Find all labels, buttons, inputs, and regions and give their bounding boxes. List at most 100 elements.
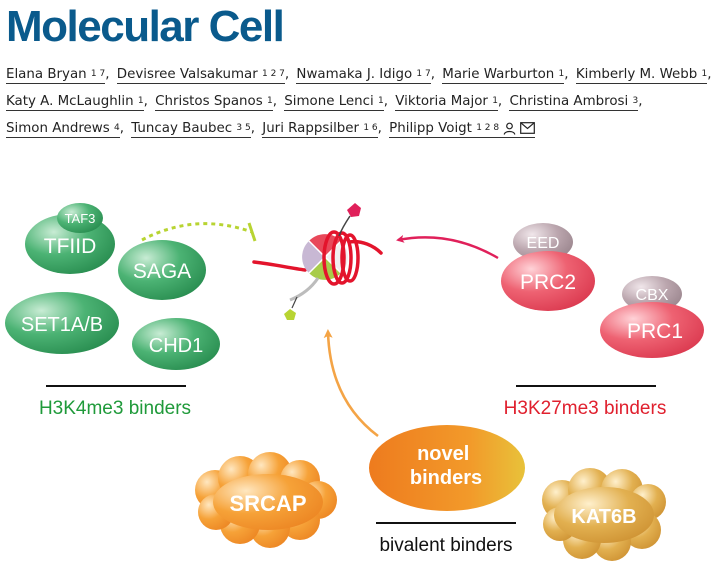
author-link[interactable]: Juri Rappsilber 1 6 [262,121,378,138]
cbx-blob [622,276,682,312]
author-separator: , [272,94,277,109]
author-affiliation: 1 [701,69,708,79]
author-name: Tuncay Baubec [131,121,233,136]
prc2-label: PRC2 [520,271,576,294]
author-link[interactable]: Simone Lenci 1 [284,94,384,111]
saga-label: SAGA [133,260,191,283]
author-affiliation: 4 [114,123,120,133]
novel-binders-blob [369,425,525,511]
author-affiliation: 3 5 [236,123,251,133]
histone-quadrant-left [302,241,325,273]
author-separator: , [707,67,712,82]
author-name: Simon Andrews [6,121,110,136]
author-link[interactable]: Christina Ambrosi 3 [509,94,639,111]
author-name: Kimberly M. Webb [575,67,698,82]
h3k4me3-group-label: H3K4me3 binders [39,398,191,419]
author-link[interactable]: Nwamaka J. Idigo 1 7 [296,67,431,84]
novel-binders-line2: binders [410,467,482,489]
author-name: Christos Spanos [155,94,263,109]
set1ab-blob [5,292,119,354]
dna-wrap-3 [340,233,360,283]
prc2-blob [501,251,595,311]
author-separator: , [497,94,503,109]
author-affiliation: 1 [378,96,384,106]
dna-wrap-2 [331,231,353,285]
prc1-blob [600,302,704,358]
novel-binders-label: novel binders [410,443,482,489]
author-link[interactable]: Kimberly M. Webb 1 [575,67,708,84]
journal-title: Molecular Cell [6,2,285,51]
author-link[interactable]: Tuncay Baubec 3 5 [131,121,251,138]
dna-strand-left [252,260,307,272]
novel-binders-line1: novel [417,443,469,465]
nucleosome [252,203,383,320]
h3k27me3-mark [347,203,361,217]
novel-binders-arrow [323,329,379,438]
eed-blob [513,223,573,261]
author-name: Devisree Valsakumar [116,67,258,82]
taf3-blob [57,203,103,233]
set1ab-label: SET1A/B [21,314,103,336]
prc1-label: PRC1 [627,320,683,343]
author-list: Elana Bryan 1 7, Devisree Valsakumar 1 2… [6,62,718,143]
author-link[interactable]: Viktoria Major 1 [395,94,498,111]
author-affiliation: 1 6 [363,123,378,133]
chd1-blob [132,318,220,370]
author-name: Nwamaka J. Idigo [296,67,413,82]
mail-icon[interactable] [520,122,536,134]
author-link[interactable]: Katy A. McLaughlin 1 [6,94,144,111]
author-affiliation: 3 [632,96,639,106]
author-name: Simone Lenci [284,94,374,109]
srcap-label: SRCAP [229,491,306,516]
author-name: Viktoria Major [395,94,488,109]
author-name: Katy A. McLaughlin [6,94,134,109]
author-affiliation: 1 [558,69,565,79]
author-affiliation: 1 7 [416,69,431,79]
taf3-label: TAF3 [65,211,96,226]
author-separator: , [105,67,110,82]
person-icon[interactable] [503,122,516,135]
author-name: Marie Warburton [442,67,555,82]
tfiid-label: TFIID [44,235,97,258]
bivalent-group-label: bivalent binders [379,535,512,556]
author-name: Philipp Voigt [389,121,472,136]
histone-tail-bottom [289,277,320,302]
h3k27me3-group-label: H3K27me3 binders [504,398,667,419]
author-separator: , [564,67,569,82]
author-affiliation: 1 2 8 [476,123,500,133]
author-link[interactable]: Elana Bryan 1 7 [6,67,106,84]
author-link[interactable]: Marie Warburton 1 [442,67,565,84]
author-affiliation: 1 [137,96,144,106]
author-separator: , [119,121,124,136]
inhibition-arrow [141,222,253,242]
histone-tail-top [338,215,351,237]
dna-strand-right [347,239,383,255]
author-affiliation: 1 2 7 [261,69,285,79]
author-name: Juri Rappsilber [262,121,360,136]
kat6b-blob [542,468,666,561]
author-affiliation: 1 [492,96,498,106]
srcap-blob [195,452,337,548]
author-affiliation: 1 [266,96,273,106]
eed-label: EED [527,235,560,252]
inhibition-arrow-bar [247,222,257,242]
author-separator: , [143,94,148,109]
author-separator: , [430,67,436,82]
author-separator: , [377,121,382,136]
author-link[interactable]: Simon Andrews 4 [6,121,120,138]
author-separator: , [383,94,388,109]
author-separator: , [638,94,643,109]
author-affiliation: 1 7 [90,69,106,79]
dna-wrap-1 [322,230,346,286]
author-link[interactable]: Christos Spanos 1 [155,94,273,111]
chd1-label: CHD1 [149,335,203,357]
saga-blob [118,240,206,300]
author-name: Elana Bryan [6,67,87,82]
author-separator: , [250,121,255,136]
cbx-label: CBX [636,287,669,304]
author-link[interactable]: Philipp Voigt 1 2 8 [389,121,536,138]
h3k4me3-mark [284,309,296,320]
author-link[interactable]: Devisree Valsakumar 1 2 7 [116,67,285,84]
author-name: Christina Ambrosi [509,94,629,109]
